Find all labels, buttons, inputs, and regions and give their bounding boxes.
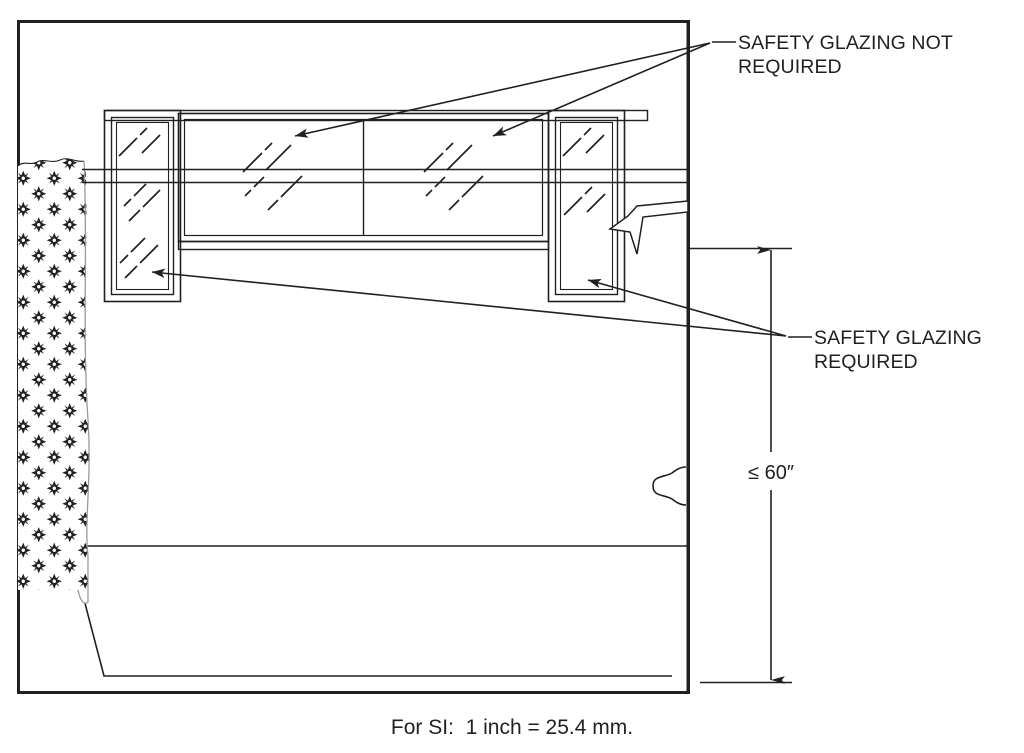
glass-hatch-marks — [118, 127, 606, 279]
annotation-not-required-line1: SAFETY GLAZING NOT — [738, 32, 953, 54]
dimension-height: ≤ 60″ — [688, 246, 794, 684]
leader-not-required — [294, 41, 736, 138]
sidelite-left — [103, 109, 182, 303]
annotation-not-required: SAFETY GLAZING NOT REQUIRED — [738, 32, 953, 78]
sidelite-right — [547, 109, 626, 303]
annotation-required: SAFETY GLAZING REQUIRED — [814, 327, 982, 373]
horizontal-rail — [82, 168, 688, 184]
annotation-not-required-line2: REQUIRED — [738, 56, 842, 78]
leader-required — [151, 268, 812, 338]
open-arrow-pointer — [608, 200, 689, 255]
figure-caption: For SI: 1 inch = 25.4 mm. — [391, 716, 633, 739]
figure-border — [17, 20, 690, 694]
annotation-required-line1: SAFETY GLAZING — [814, 327, 982, 349]
patterned-curtain — [17, 158, 90, 604]
annotation-required-line2: REQUIRED — [814, 351, 918, 373]
dimension-label: ≤ 60″ — [748, 462, 794, 484]
door-knob — [652, 466, 687, 506]
